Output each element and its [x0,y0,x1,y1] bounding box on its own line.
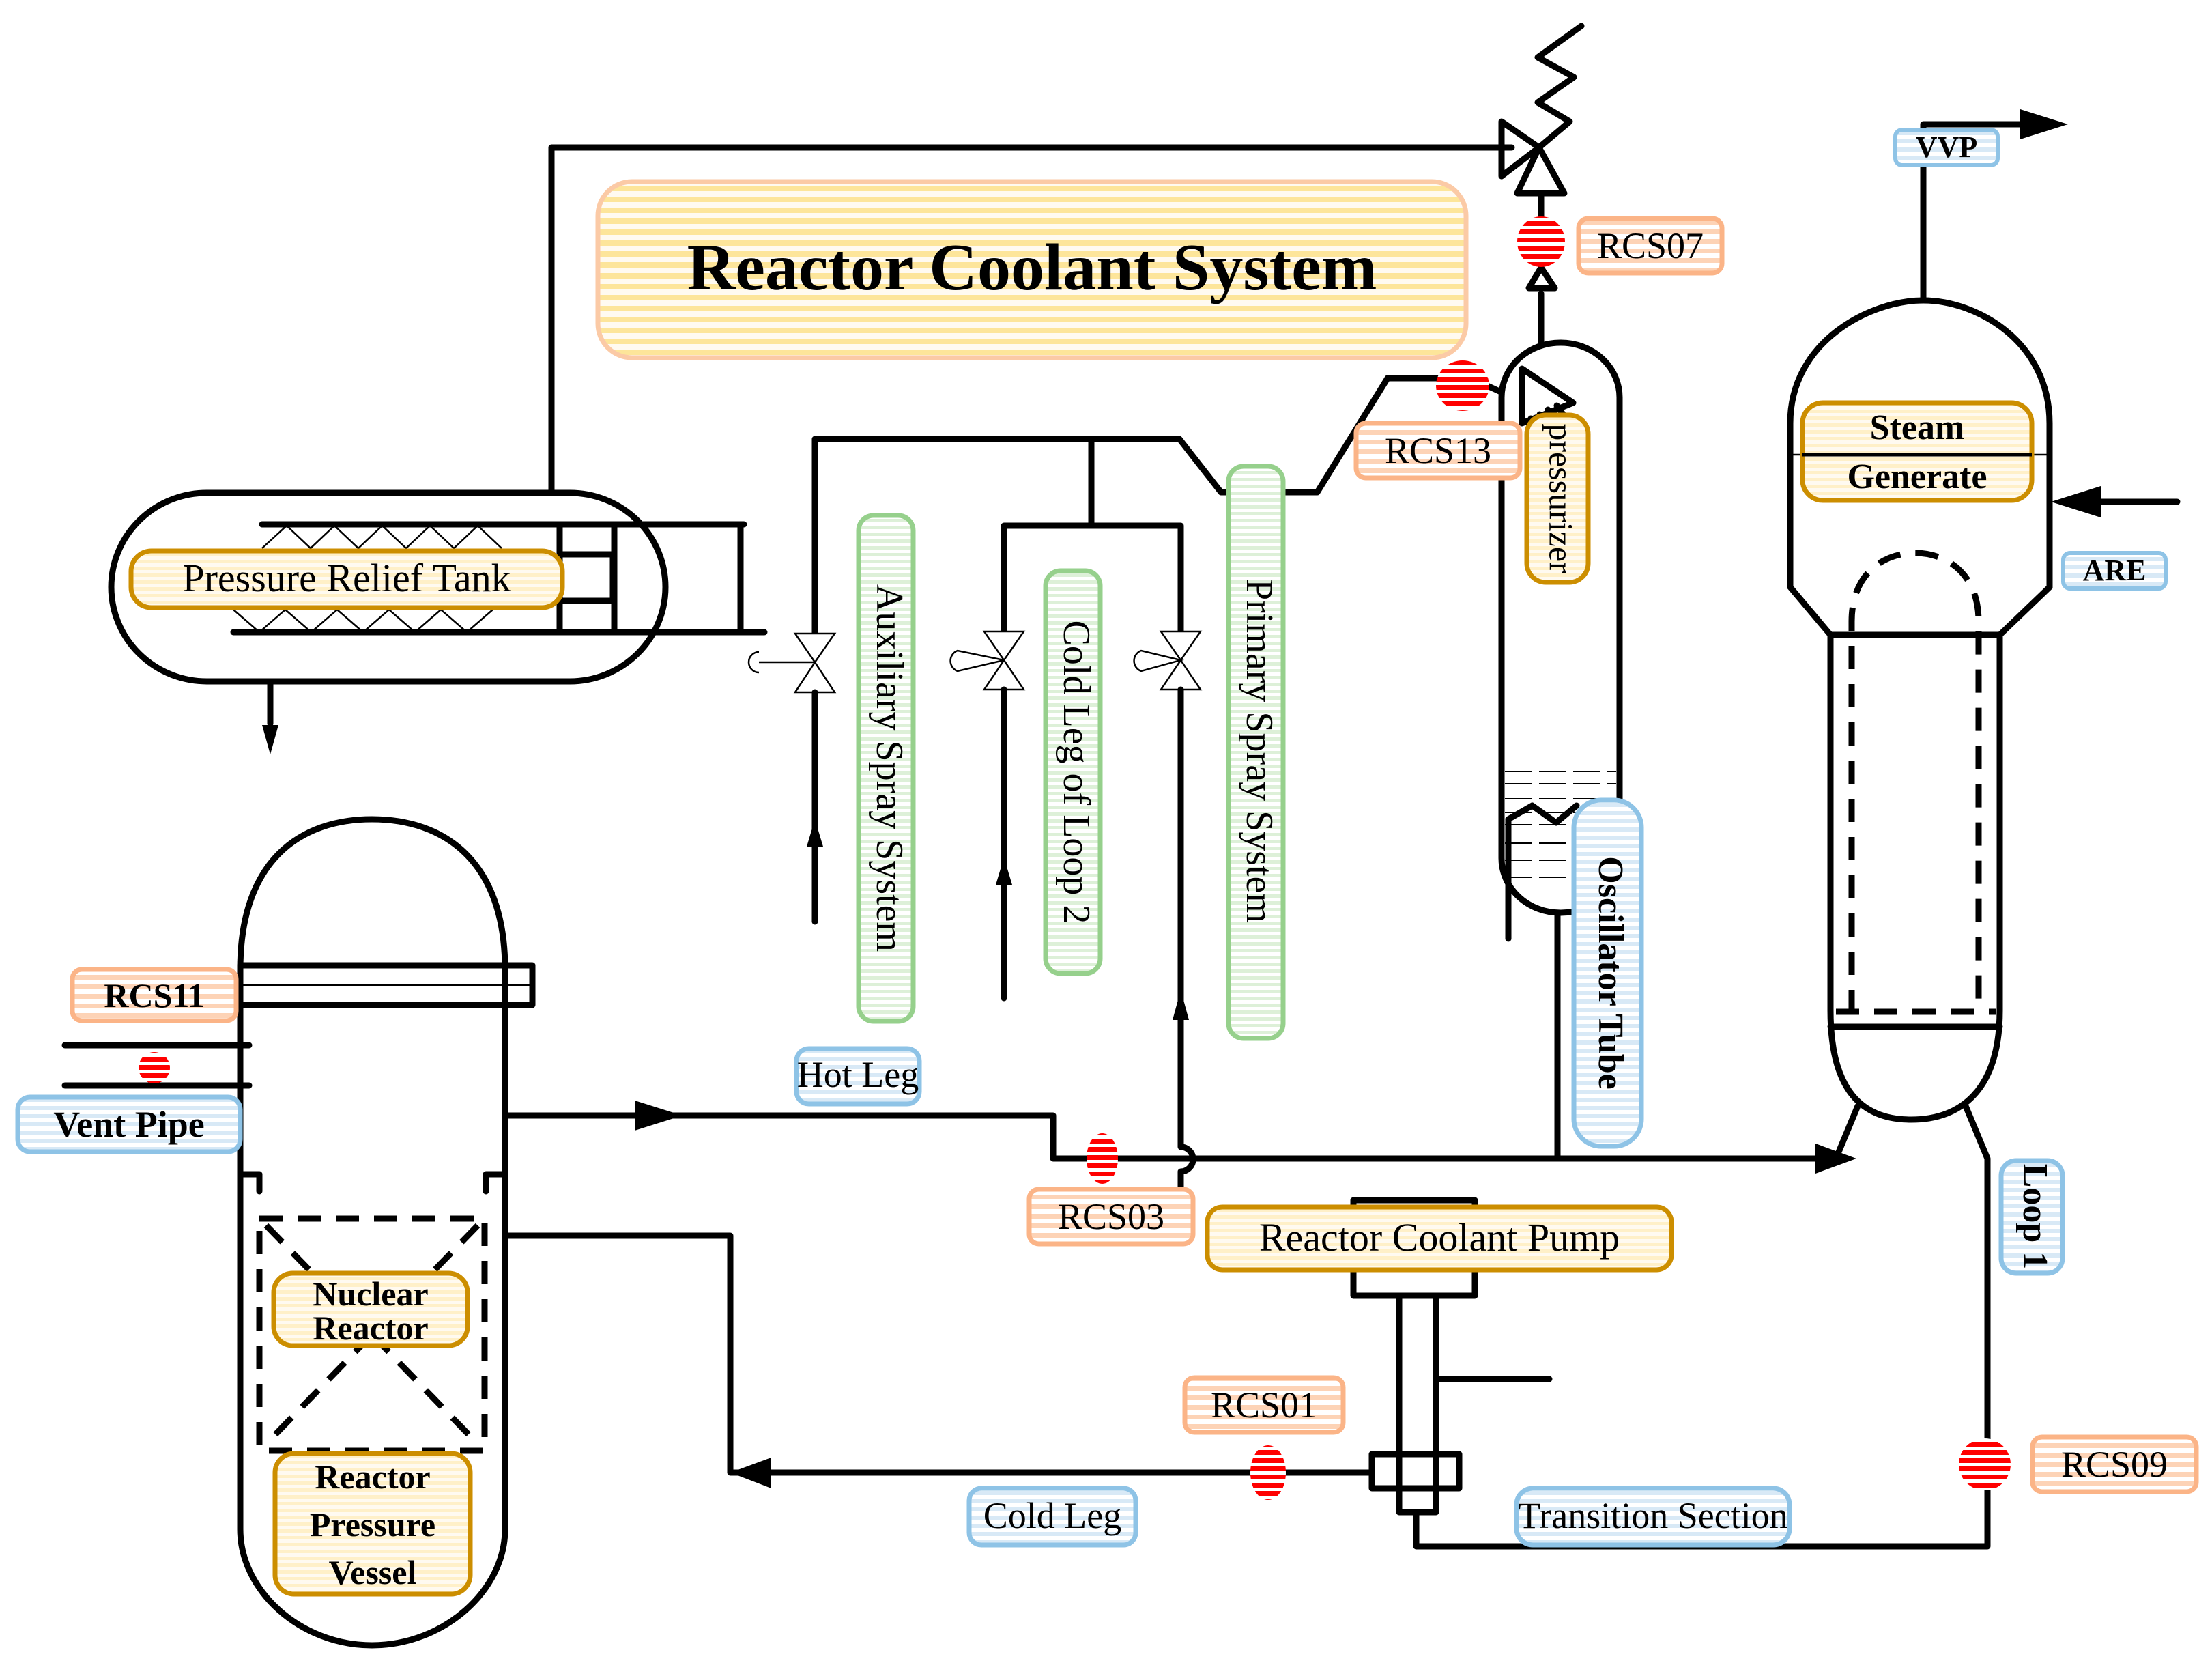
label-pressure-relief-tank[interactable]: Pressure Relief Tank [128,548,565,610]
label-oscillator-tube[interactable]: Oscillator Tube [1571,797,1644,1149]
svg-text:Nuclear: Nuclear [313,1275,428,1313]
sensor-dot-rcs03[interactable] [1087,1133,1118,1184]
cold-leg-arrow [730,1458,771,1488]
svg-text:RCS11: RCS11 [104,976,204,1014]
label-are[interactable]: ARE [2061,551,2168,591]
reactor-pressure-vessel [237,816,508,1649]
svg-text:Reactor Coolant System: Reactor Coolant System [687,231,1377,304]
svg-text:Auxiliary Spray System: Auxiliary Spray System [868,584,910,952]
reactor-core-cross [263,1223,480,1447]
svg-text:Vent Pipe: Vent Pipe [53,1104,205,1145]
primary-spray-supply [1177,686,1196,1205]
rcp-shaft [1396,1292,1439,1516]
primary-spray-valve-icon [1133,630,1203,691]
cold-leg-loop2-arrow [996,857,1012,885]
label-reactor-pressure-vessel[interactable]: Reactor Pressure Vessel [272,1451,473,1597]
label-rcs09[interactable]: RCS09 [2030,1434,2199,1494]
label-vvp[interactable]: VVP [1893,128,2000,167]
svg-text:Steam: Steam [1870,408,1965,447]
hot-leg-pipe [502,1112,1834,1162]
svg-text:Generate: Generate [1847,457,1987,496]
label-rcs01[interactable]: RCS01 [1182,1375,1346,1435]
label-auxiliary-spray-system[interactable]: Auxiliary Spray System [856,513,916,1024]
sg-u-tubes [1836,550,1996,1015]
label-nuclear-reactor[interactable]: Nuclear Reactor [271,1270,470,1348]
pressurizer-heater [1505,802,1580,826]
svg-text:Pressure: Pressure [310,1505,435,1544]
svg-text:Reactor: Reactor [315,1458,430,1496]
label-cold-leg-of-loop-2[interactable]: Cold Leg of Loop 2 [1043,568,1103,976]
svg-text:pressurizer: pressurizer [1542,423,1581,573]
svg-text:Oscillator Tube: Oscillator Tube [1591,856,1630,1089]
sensor-dot-rcs09[interactable] [1959,1438,2011,1490]
label-rcs13[interactable]: RCS13 [1353,421,1523,481]
svg-text:Primary Spray System: Primary Spray System [1238,579,1280,923]
sg-steam-outlet [1920,121,2024,304]
svg-text:Hot Leg: Hot Leg [797,1054,919,1095]
sensor-dot-rcs13[interactable] [1436,360,1489,411]
primary-spray-arrow [1173,990,1189,1020]
label-vent-pipe[interactable]: Vent Pipe [15,1094,243,1154]
rcp-casing [1368,1451,1463,1492]
relief-valve-icon [1498,23,1585,345]
svg-text:RCS13: RCS13 [1385,430,1491,471]
primary-spray-branch [1088,522,1184,635]
svg-text:Vessel: Vessel [329,1553,417,1591]
svg-text:Reactor: Reactor [313,1309,428,1347]
sensor-dot-rcs01[interactable] [1250,1445,1286,1500]
svg-text:Reactor Coolant Pump: Reactor Coolant Pump [1259,1215,1620,1260]
svg-text:Cold Leg: Cold Leg [983,1495,1121,1536]
prt-nozzle-inner [556,551,616,604]
sensor-dot-rcs11[interactable] [139,1052,170,1083]
relief-line-to-valve [548,144,1515,496]
svg-text:Loop 1: Loop 1 [2015,1164,2054,1270]
core-barrel [237,1171,508,1195]
svg-text:RCS07: RCS07 [1597,225,1704,266]
label-transition-section[interactable]: Transition Section [1514,1486,1792,1548]
label-rcs07[interactable]: RCS07 [1576,216,1725,276]
cold-leg-pipe [502,1232,1375,1476]
prt-drain-arrow [262,725,278,754]
steam-generator-vessel [1787,297,2053,1123]
label-pressurizer[interactable]: pressurizer [1524,412,1591,585]
svg-text:Cold Leg of Loop 2: Cold Leg of Loop 2 [1055,621,1097,924]
svg-text:VVP: VVP [1916,130,1977,164]
label-primary-spray-system[interactable]: Primary Spray System [1226,464,1286,1041]
aux-spray-arrow [807,819,823,847]
label-steam-generate[interactable]: Steam Generate [1800,400,2035,503]
sg-inlet-arrow [1815,1144,1856,1174]
loop1-crossover-pipe [1413,1103,1991,1550]
label-reactor-coolant-pump[interactable]: Reactor Coolant Pump [1205,1204,1674,1273]
aux-spray-valve-icon [747,632,837,694]
svg-text:RCS03: RCS03 [1058,1196,1164,1237]
label-cold-leg[interactable]: Cold Leg [966,1486,1138,1548]
hot-leg-arrow [635,1101,683,1131]
sensor-dot-rcs07[interactable] [1517,216,1565,267]
vvp-arrow [2020,109,2068,139]
svg-text:ARE: ARE [2083,554,2146,587]
diagram-title: Reactor Coolant System [595,179,1469,360]
label-rcs11[interactable]: RCS11 [70,967,239,1023]
svg-text:RCS01: RCS01 [1211,1385,1317,1425]
spray-header-pipe [811,375,1573,637]
cold-leg-loop2-branch [1001,436,1095,635]
svg-text:Pressure Relief Tank: Pressure Relief Tank [182,556,511,600]
label-rcs03[interactable]: RCS03 [1026,1187,1196,1247]
label-hot-leg[interactable]: Hot Leg [794,1046,922,1107]
label-loop-1[interactable]: Loop 1 [1998,1158,2065,1276]
cold-leg-loop2-valve-icon [949,630,1026,691]
svg-text:RCS09: RCS09 [2061,1444,2168,1485]
svg-text:Transition Section: Transition Section [1518,1495,1788,1536]
are-arrow [2051,486,2101,517]
